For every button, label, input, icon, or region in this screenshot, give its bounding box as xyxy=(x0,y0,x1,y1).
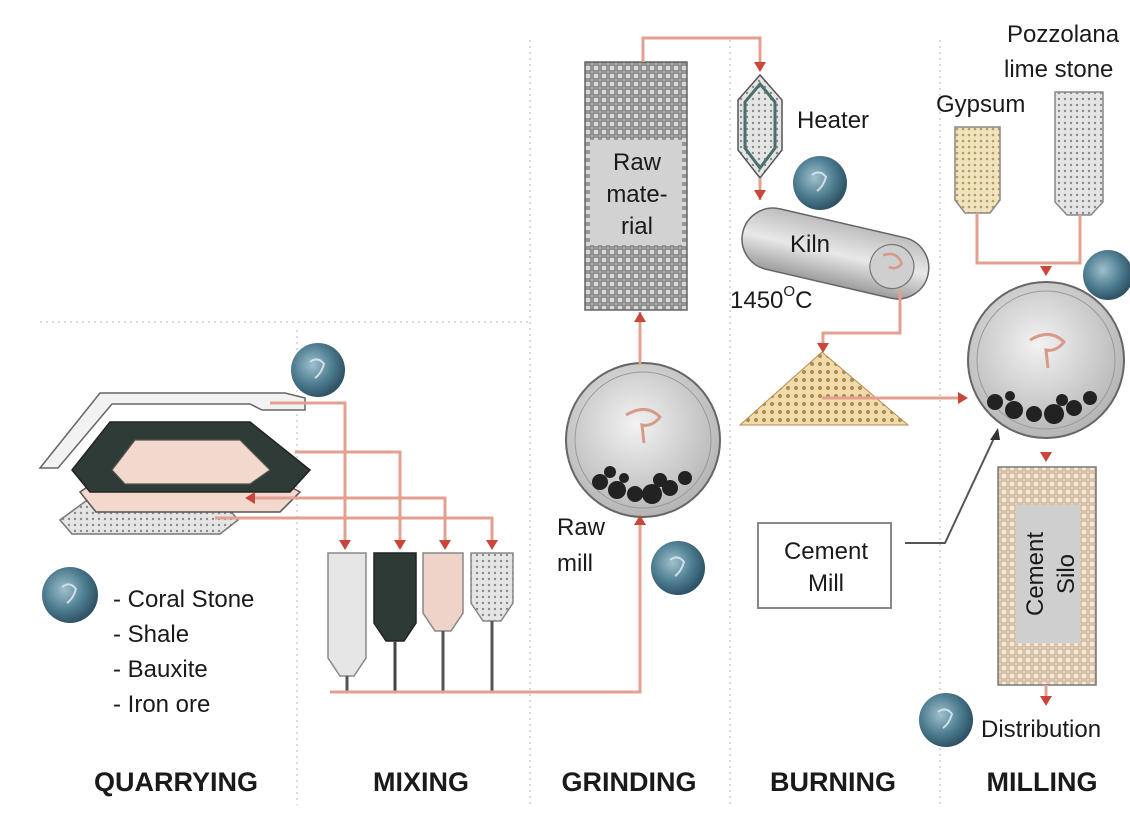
materials-legend: - Coral Stone - Shale - Bauxite - Iron o… xyxy=(113,586,254,718)
process-marker-icon xyxy=(1083,250,1130,300)
kiln-label: Kiln xyxy=(790,231,830,258)
material-item: - Iron ore xyxy=(113,691,210,718)
cement-silo: Cement Silo xyxy=(997,466,1097,706)
material-item: - Shale xyxy=(113,621,189,648)
distribution-label: Distribution xyxy=(981,716,1101,743)
legend-marker-icon xyxy=(42,567,98,623)
cement-mill-box: Cement Mill xyxy=(757,428,1000,609)
silo-coral-stone xyxy=(327,552,367,692)
cement-mill-drum xyxy=(967,281,1125,462)
material-item: - Coral Stone xyxy=(113,586,254,613)
heater: Heater xyxy=(737,73,869,200)
process-marker-icon xyxy=(919,693,973,747)
cement-mill-label-1: Cement xyxy=(784,538,868,565)
cement-silo-label-1: Cement xyxy=(1022,532,1049,616)
process-marker-icon xyxy=(793,156,847,210)
raw-mill: Raw mill xyxy=(557,312,721,577)
cement-mill-label-2: Mill xyxy=(808,570,844,597)
raw-material-to-heater-pipe xyxy=(641,36,762,65)
additive-pipes xyxy=(975,213,1082,265)
gypsum-label: Gypsum xyxy=(936,91,1025,118)
raw-material-label-1: Raw xyxy=(613,149,662,176)
stage-grinding: GRINDING xyxy=(562,767,697,797)
stage-quarrying: QUARRYING xyxy=(94,767,258,797)
process-marker-icon xyxy=(291,343,345,397)
pozzolana-label-2: lime stone xyxy=(1004,56,1113,83)
quarry-pipes xyxy=(215,401,498,550)
cement-silo-label-2: Silo xyxy=(1053,554,1080,594)
heater-label: Heater xyxy=(797,107,869,134)
process-marker-icon xyxy=(651,541,705,595)
mixing-silos xyxy=(327,520,642,694)
raw-mill-label-2: mill xyxy=(557,550,593,577)
kiln-temperature: 1450OC xyxy=(730,283,812,314)
silo-shale xyxy=(373,552,417,692)
stage-milling: MILLING xyxy=(987,767,1098,797)
pozzolana-silo: Pozzolana lime stone xyxy=(1004,21,1120,216)
silo-bauxite xyxy=(422,552,464,692)
stage-mixing: MIXING xyxy=(373,767,469,797)
silo-iron-ore xyxy=(470,552,514,692)
quarry-layers xyxy=(38,392,312,535)
gypsum-silo: Gypsum xyxy=(936,91,1025,214)
process-markers xyxy=(42,156,1130,747)
kiln: Kiln 1450OC xyxy=(730,207,930,353)
clinker-pile xyxy=(738,351,968,426)
stage-burning: BURNING xyxy=(770,767,896,797)
raw-material-label-2: mate- xyxy=(606,181,667,208)
raw-material-label-3: rial xyxy=(621,213,653,240)
material-item: - Bauxite xyxy=(113,656,208,683)
stage-labels: QUARRYING MIXING GRINDING BURNING MILLIN… xyxy=(94,767,1098,797)
raw-material-silo: Raw mate- rial xyxy=(584,61,688,311)
pozzolana-label-1: Pozzolana xyxy=(1007,21,1120,48)
raw-mill-label-1: Raw xyxy=(557,514,606,541)
